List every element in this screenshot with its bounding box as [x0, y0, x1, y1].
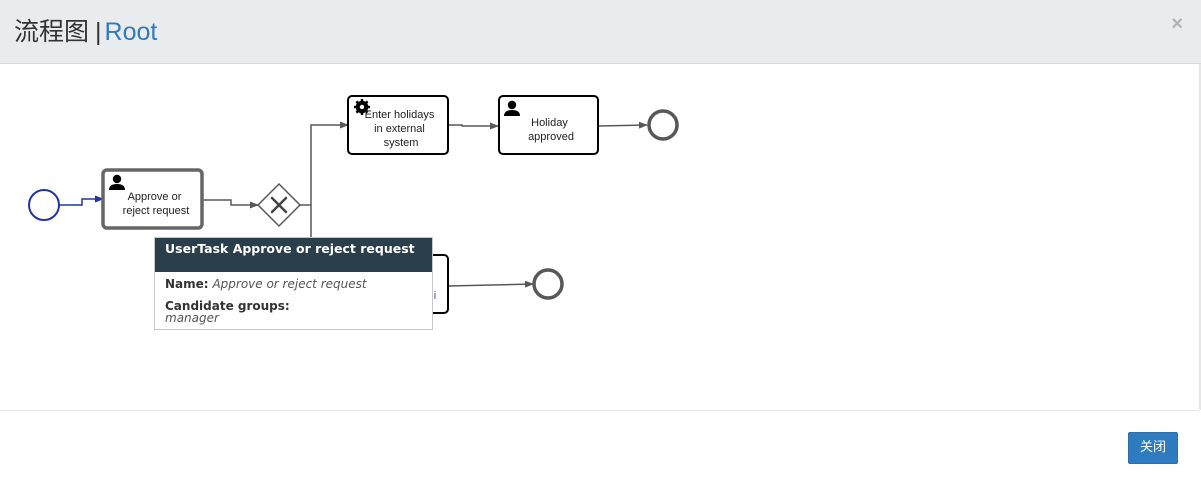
end-event-rejected[interactable]: [532, 268, 564, 300]
modal-title: 流程图|Root: [14, 17, 157, 47]
task-label-line: approved: [528, 131, 574, 143]
task-label-line: Approve or: [128, 191, 182, 203]
start-event[interactable]: [28, 189, 60, 221]
task-holiday-approved[interactable]: Holiday approved: [498, 95, 599, 155]
title-separator: |: [95, 18, 102, 46]
user-icon: [504, 100, 520, 116]
modal-header: 流程图|Root ×: [0, 0, 1201, 64]
tooltip-groups-row: Candidate groups: manager: [155, 300, 432, 324]
flow-gateway-up: [300, 121, 349, 206]
modal-footer: 关闭: [0, 410, 1199, 479]
task-label-line: Enter holidays: [365, 109, 435, 121]
tooltip-groups-value: manager: [165, 311, 219, 325]
svg-text:Enter holidays in exte: Enter holidays in external system: [365, 109, 438, 149]
task-label-fragment: i: [434, 290, 436, 302]
task-approve-or-reject[interactable]: Approve or reject request: [101, 168, 204, 230]
svg-text:Holiday approved: Holiday approved: [528, 117, 574, 143]
flow-start-to-approve: [59, 195, 104, 206]
task-enter-holidays[interactable]: Enter holidays in external system: [347, 95, 449, 155]
exclusive-gateway[interactable]: [256, 182, 302, 228]
flow-hidden-to-end: [447, 280, 534, 288]
close-button[interactable]: 关闭: [1128, 432, 1178, 464]
svg-text:Approve or reject requ: Approve or reject request: [123, 191, 190, 217]
user-icon: [109, 174, 125, 190]
task-label-line: reject request: [123, 205, 190, 217]
scrollbar-track[interactable]: [1199, 64, 1201, 410]
tooltip-groups-label: Candidate groups: [165, 299, 285, 313]
tooltip-name-value: Approve or reject request: [212, 277, 367, 291]
gear-icon: [354, 99, 370, 115]
tooltip-title: UserTask Approve or reject request: [155, 238, 432, 272]
title-prefix: 流程图: [14, 18, 90, 46]
flow-approved-to-end: [597, 121, 648, 129]
flow-approve-to-gateway: [203, 199, 259, 209]
close-icon[interactable]: ×: [1171, 13, 1183, 35]
tooltip-name-label: Name: [165, 277, 204, 291]
flow-enter-to-approved: [448, 122, 499, 130]
x-icon: [270, 196, 288, 214]
task-tooltip: UserTask Approve or reject request Name:…: [154, 237, 433, 330]
task-label-line: system: [384, 137, 419, 149]
task-label-line: Holiday: [531, 117, 568, 129]
title-process-name: Root: [104, 18, 158, 46]
tooltip-name-row: Name: Approve or reject request: [165, 277, 367, 291]
task-label-line: in external: [374, 123, 425, 135]
end-event-approved[interactable]: [647, 109, 679, 141]
